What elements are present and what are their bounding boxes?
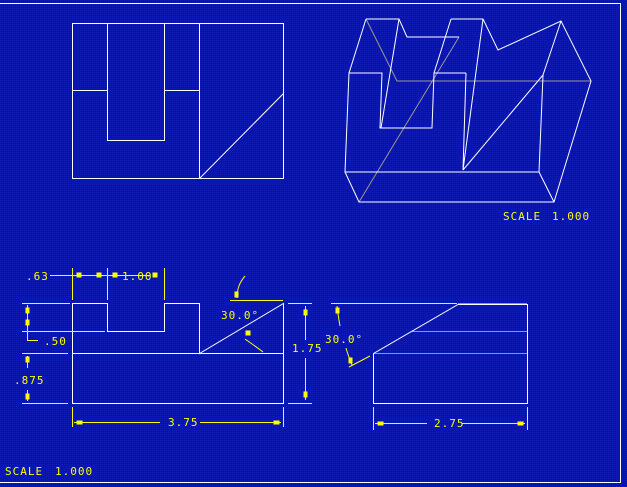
sheet-border <box>0 3 621 483</box>
dim-050: .50 <box>44 335 67 348</box>
iso-scale-value: 1.000 <box>552 210 590 223</box>
dim-0875: .875 <box>14 374 45 387</box>
sheet-scale-label: SCALE <box>5 465 43 478</box>
dim-100: 1.00 <box>122 270 153 283</box>
side-view <box>373 303 528 404</box>
dim-375: 3.75 <box>168 416 199 429</box>
front-view-dimensions: .63 1.00 .50 .875 1.75 3.75 30.0° <box>14 268 323 429</box>
dim-175: 1.75 <box>292 342 323 355</box>
angle-dim-front: 30.0° <box>221 309 259 322</box>
angle-dim-side: 30.0° <box>325 333 363 346</box>
sheet-scale-value: 1.000 <box>55 465 93 478</box>
isometric-view: SCALE 1.000 <box>344 18 592 223</box>
top-view <box>72 23 284 179</box>
front-view <box>72 302 284 404</box>
iso-scale-label: SCALE <box>503 210 541 223</box>
dim-275: 2.75 <box>434 417 465 430</box>
side-view-dimensions: 30.0° 2.75 <box>325 303 528 430</box>
dim-063: .63 <box>26 270 49 283</box>
